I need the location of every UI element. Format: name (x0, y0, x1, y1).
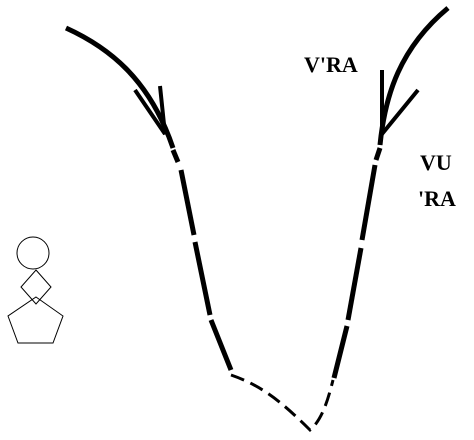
left-branch-label: V'RA (304, 52, 358, 77)
left-curve (64, 25, 234, 371)
left-curve-segment (170, 149, 181, 163)
right-curve-segment (345, 247, 364, 321)
circle-diamond-pentagon-icon (7, 236, 64, 344)
right-curve-segment (331, 325, 350, 379)
left-curve-segment (192, 241, 213, 316)
left-curve-top (64, 25, 176, 149)
left-curve-arrowhead (133, 85, 167, 136)
right-label-top: VU (420, 150, 452, 175)
figure-pentagon (7, 296, 64, 344)
right-curve-segment (373, 147, 383, 161)
figure-circle (16, 236, 50, 270)
right-label-bottom: 'RA (418, 186, 456, 211)
right-curve-segment (359, 164, 378, 241)
left-curve-segment (178, 169, 197, 236)
valley-curve (230, 373, 335, 433)
right-curve (331, 6, 450, 379)
figure-diamond (20, 269, 52, 305)
right-curve-arrowhead (380, 70, 420, 140)
left-curve-segment (208, 319, 234, 371)
valley-dashed-path (230, 373, 335, 433)
